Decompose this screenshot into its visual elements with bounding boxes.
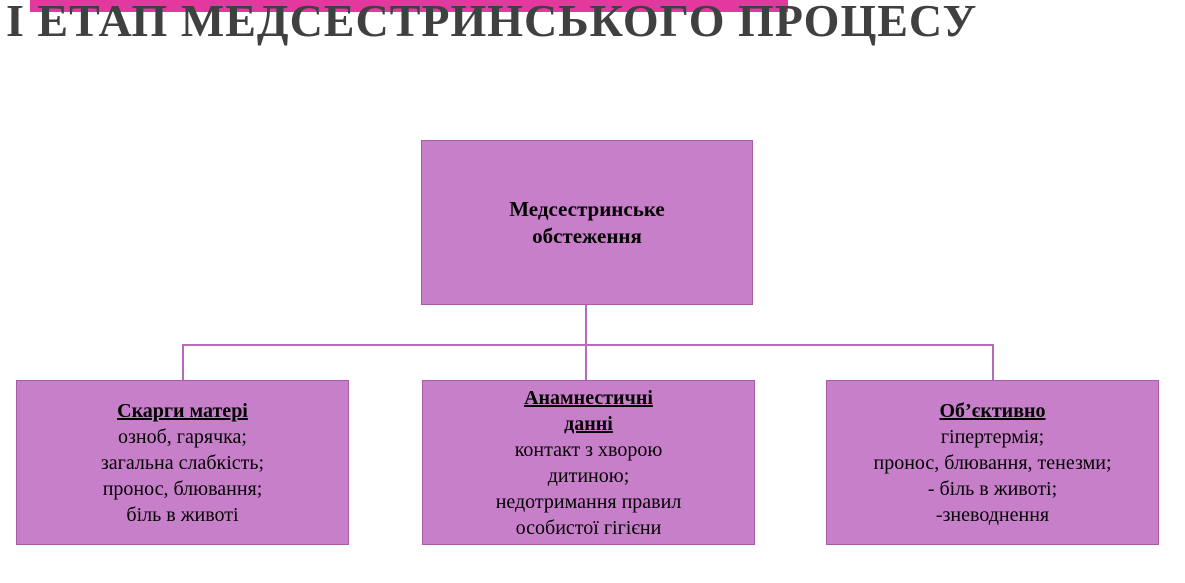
connector-left-vertical	[182, 344, 184, 380]
connector-root-vertical	[585, 305, 587, 346]
objective-line: -зневоднення	[935, 503, 1050, 526]
connector-middle-vertical	[585, 344, 587, 380]
diagram-box-anamnestic: Анамнестичні данні контакт з хворою дити…	[422, 380, 755, 545]
anamnestic-box-title: Анамнестичні данні	[524, 386, 653, 435]
objective-line: гіпертермія;	[940, 425, 1045, 448]
connector-right-vertical	[992, 344, 994, 380]
diagram-box-objective: Об’єктивно гіпертермія; пронос, блювання…	[826, 380, 1159, 545]
anamnestic-line: контакт з хворою дитиною;	[514, 438, 663, 487]
objective-line: - біль в животі;	[927, 477, 1058, 500]
diagram-box-complaints: Скарги матері озноб, гарячка; загальна с…	[16, 380, 349, 545]
complaints-line: пронос, блювання;	[102, 477, 263, 500]
top-accent-bar	[30, 0, 788, 12]
slide-title: І ЕТАП МЕДСЕСТРИНСЬКОГО ПРОЦЕСУ	[6, 0, 978, 46]
complaints-line: загальна слабкість;	[100, 451, 265, 474]
complaints-box-title: Скарги матері	[117, 399, 248, 422]
complaints-line: біль в животі	[126, 503, 239, 526]
objective-box-title: Об’єктивно	[939, 399, 1046, 422]
anamnestic-line: недотримання правил особистої гігієни	[495, 490, 682, 539]
objective-line: пронос, блювання, тенезми;	[873, 451, 1112, 474]
diagram-box-root: Медсестринське обстеження	[421, 140, 753, 305]
connector-horizontal	[182, 344, 994, 346]
complaints-line: озноб, гарячка;	[118, 425, 247, 448]
root-box-title: Медсестринське обстеження	[509, 196, 665, 248]
